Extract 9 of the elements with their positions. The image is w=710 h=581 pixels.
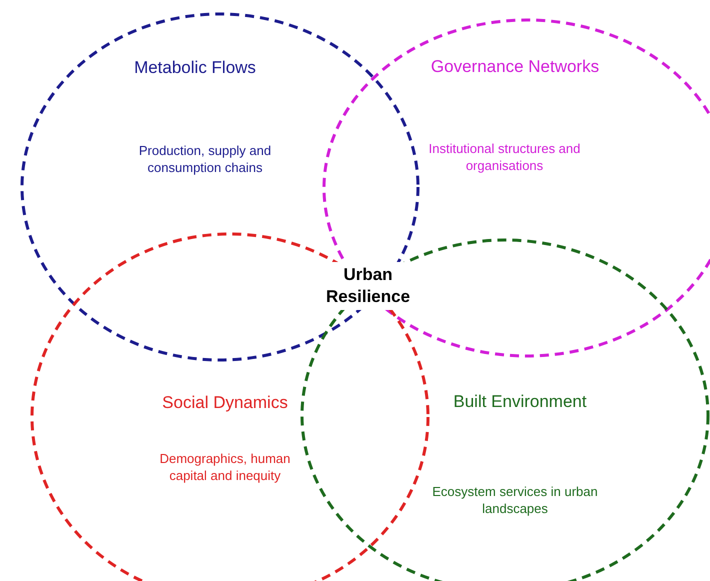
circle-heading: Social Dynamics [161,392,289,414]
circle-description: Demographics, human capital and inequity [158,450,292,484]
circle-heading: Metabolic Flows [133,57,257,79]
circle-description: Institutional structures and organisations [428,140,582,174]
circle-heading: Governance Networks [430,56,600,78]
circle-description: Ecosystem services in urban landscapes [431,483,599,517]
venn-circle [20,12,420,362]
circle-description: Production, supply and consumption chains [138,142,272,176]
circle-heading: Built Environment [452,391,588,413]
